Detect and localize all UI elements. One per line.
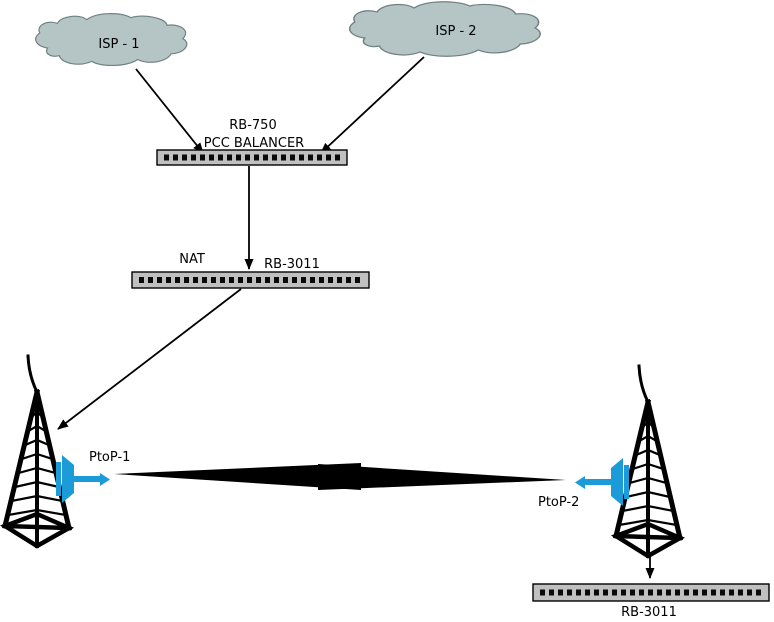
dish-antenna-ptop2 <box>575 458 629 506</box>
cloud-shape <box>35 13 188 67</box>
link-nat-to-tower1 <box>57 288 242 430</box>
lattice-tower <box>616 366 680 556</box>
cloud-isp-1: ISP - 1 <box>35 13 188 67</box>
router-nat-rb3011: NAT RB-3011 <box>131 252 370 289</box>
router-rb750-balancer: RB-750 PCC BALANCER <box>156 118 348 166</box>
beam-left <box>114 463 361 490</box>
cloud-shape <box>348 1 541 57</box>
tower-ptop-2: PtoP-2 <box>538 366 680 556</box>
nat-label: NAT <box>179 252 205 267</box>
router-rb750-label-line1: RB-750 <box>229 118 276 133</box>
tower-ptop-1: PtoP-1 <box>5 356 130 546</box>
lattice-tower <box>5 356 69 546</box>
router-bottom-rb3011: RB-3011 <box>532 583 770 620</box>
ptop1-label: PtoP-1 <box>89 450 130 465</box>
link-isp2-to-balancer <box>320 56 425 154</box>
cloud-isp-2-label: ISP - 2 <box>435 24 476 39</box>
router-body <box>156 149 348 166</box>
link-isp1-to-balancer <box>135 68 204 154</box>
nat-rb3011-label: RB-3011 <box>264 257 320 272</box>
beam-right <box>318 464 566 490</box>
wireless-link <box>114 463 566 490</box>
cloud-isp-1-label: ISP - 1 <box>98 37 139 52</box>
bottom-rb3011-label: RB-3011 <box>621 605 677 620</box>
router-rb750-label-line2: PCC BALANCER <box>204 136 304 151</box>
cloud-isp-2: ISP - 2 <box>348 1 541 57</box>
ptop2-label: PtoP-2 <box>538 495 579 510</box>
